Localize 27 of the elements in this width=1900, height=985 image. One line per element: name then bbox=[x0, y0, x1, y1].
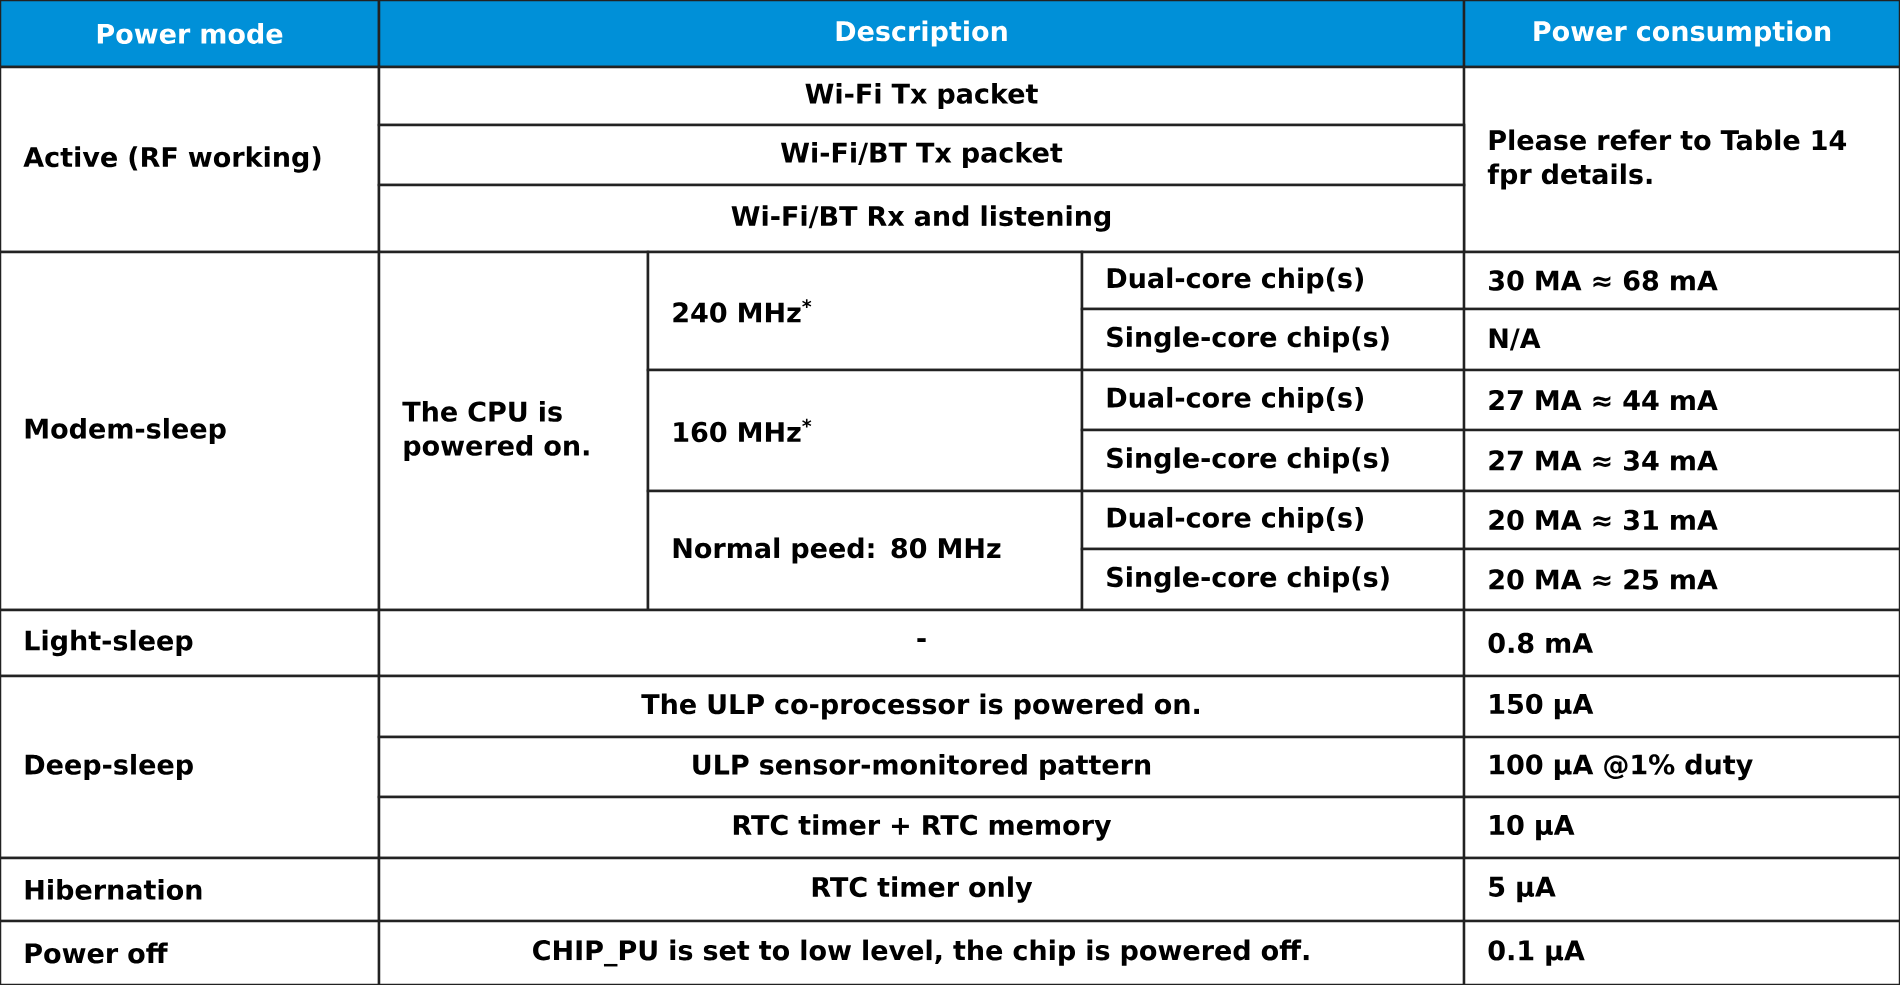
table-cell: 0.1 µA bbox=[1462, 919, 1900, 985]
table-cell: Wi-Fi Tx packet bbox=[377, 65, 1466, 127]
table-cell: Power off bbox=[0, 919, 381, 985]
table-cell: Active (RF working) bbox=[0, 65, 381, 254]
table-cell: Single-core chip(s) bbox=[1080, 547, 1466, 612]
table-cell: The CPU is powered on. bbox=[377, 250, 650, 612]
table-cell: Single-core chip(s) bbox=[1080, 428, 1466, 493]
header-cell: Power mode bbox=[0, 0, 381, 69]
table-cell: 20 MA ≈ 31 mA bbox=[1462, 489, 1900, 551]
table-cell: Light-sleep bbox=[0, 608, 381, 678]
table-cell: 150 µA bbox=[1462, 674, 1900, 739]
table-cell: N/A bbox=[1462, 307, 1900, 372]
table-cell: Single-core chip(s) bbox=[1080, 307, 1466, 372]
table-cell: Wi-Fi/BT Tx packet bbox=[377, 123, 1466, 187]
table-cell: Dual-core chip(s) bbox=[1080, 368, 1466, 432]
table-cell: Dual-core chip(s) bbox=[1080, 489, 1466, 551]
table-cell: 27 MA ≈ 34 mA bbox=[1462, 428, 1900, 493]
table-cell: 0.8 mA bbox=[1462, 608, 1900, 678]
table-cell: 20 MA ≈ 25 mA bbox=[1462, 547, 1900, 612]
table-cell: 100 µA @1% duty bbox=[1462, 735, 1900, 799]
table-cell: Hibernation bbox=[0, 856, 381, 923]
table-cell: 5 µA bbox=[1462, 856, 1900, 923]
header-cell: Power consumption bbox=[1462, 0, 1900, 69]
table-cell: Dual-core chip(s) bbox=[1080, 250, 1466, 311]
table-cell: 27 MA ≈ 44 mA bbox=[1462, 368, 1900, 432]
table-cell: 30 MA ≈ 68 mA bbox=[1462, 250, 1900, 311]
table-cell: 10 µA bbox=[1462, 795, 1900, 860]
